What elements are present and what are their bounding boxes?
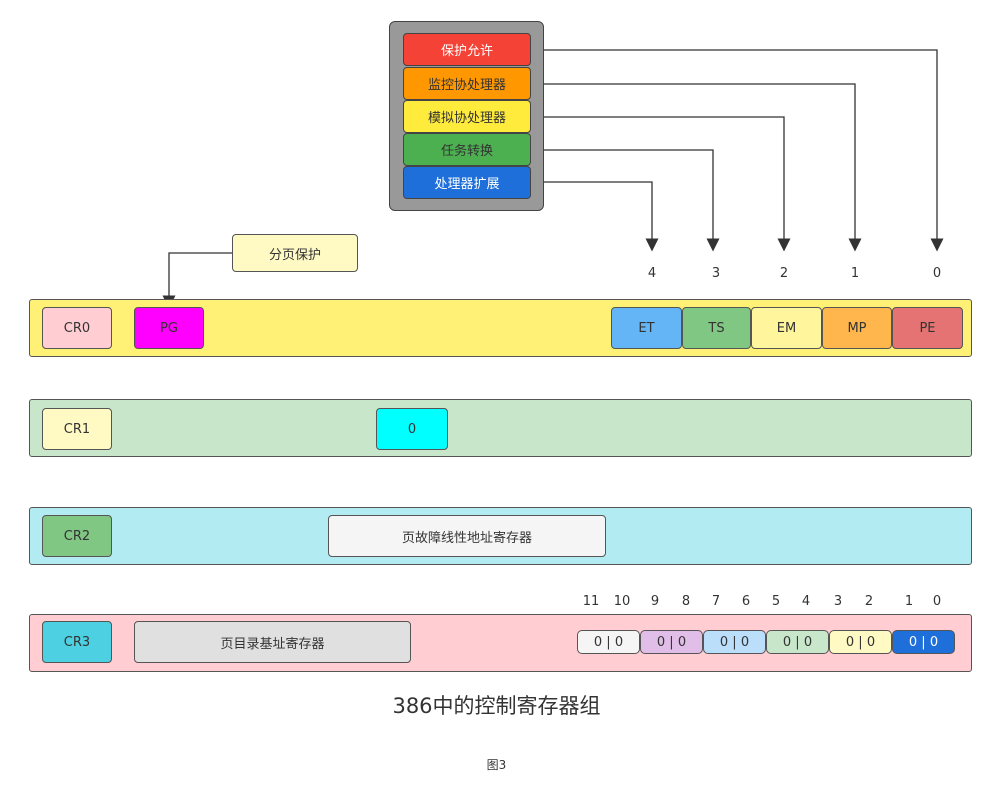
cr3-reserved-bit-pair: 0 | 0 — [892, 630, 955, 654]
cr3-bit-number: 4 — [801, 594, 811, 609]
cr3-reserved-bit-pair: 0 | 0 — [640, 630, 703, 654]
cr3-bit-number: 3 — [833, 594, 843, 609]
cr3-bit-number: 10 — [613, 594, 631, 609]
cr0-ts-bit: TS — [682, 307, 751, 349]
cr2-page-fault-address: 页故障线性地址寄存器 — [328, 515, 606, 557]
connector-em — [530, 116, 791, 252]
diagram-title: 386中的控制寄存器组 — [392, 694, 601, 718]
cr0-name: CR0 — [42, 307, 112, 349]
connector-et — [530, 181, 659, 252]
connector-pe — [530, 49, 944, 252]
cr3-reserved-bit-pair: 0 | 0 — [766, 630, 829, 654]
connector-mp — [530, 83, 862, 252]
cr0-et-bit: ET — [611, 307, 682, 349]
connector-pg — [162, 252, 232, 309]
cr3-bit-number: 6 — [741, 594, 751, 609]
cr3-bit-number: 0 — [932, 594, 942, 609]
cr3-bit-number: 7 — [711, 594, 721, 609]
cr0-pe-bit: PE — [892, 307, 963, 349]
cr3-page-directory-base: 页目录基址寄存器 — [134, 621, 411, 663]
legend-item-protection-enable: 保护允许 — [403, 33, 531, 66]
cr3-bit-number: 8 — [681, 594, 691, 609]
legend-item-monitor-coprocessor: 监控协处理器 — [403, 67, 531, 100]
cr3-reserved-bit-pair: 0 | 0 — [703, 630, 766, 654]
figure-label: 图3 — [486, 758, 507, 772]
cr3-name: CR3 — [42, 621, 112, 663]
paging-protection-label: 分页保护 — [232, 234, 358, 272]
cr2-name: CR2 — [42, 515, 112, 557]
legend-item-task-switched: 任务转换 — [403, 133, 531, 166]
cr0-bit-number: 3 — [711, 266, 721, 281]
cr0-bit-number: 1 — [850, 266, 860, 281]
legend-item-extension-type: 处理器扩展 — [403, 166, 531, 199]
cr0-bit-number: 0 — [932, 266, 942, 281]
cr3-bit-number: 11 — [582, 594, 600, 609]
connector-ts — [530, 149, 720, 252]
cr0-mp-bit: MP — [822, 307, 892, 349]
cr3-bit-number: 9 — [650, 594, 660, 609]
cr3-reserved-bit-pair: 0 | 0 — [577, 630, 640, 654]
cr3-bit-number: 1 — [904, 594, 914, 609]
cr1-reserved-field: 0 — [376, 408, 448, 450]
cr3-bit-number: 2 — [864, 594, 874, 609]
cr3-bit-number: 5 — [771, 594, 781, 609]
cr0-pg-bit: PG — [134, 307, 204, 349]
cr1-name: CR1 — [42, 408, 112, 450]
cr0-bit-number: 4 — [647, 266, 657, 281]
legend-item-emulate-coprocessor: 模拟协处理器 — [403, 100, 531, 133]
cr3-reserved-bit-pair: 0 | 0 — [829, 630, 892, 654]
cr0-bit-number: 2 — [779, 266, 789, 281]
cr0-em-bit: EM — [751, 307, 822, 349]
cr1-register — [29, 399, 972, 457]
